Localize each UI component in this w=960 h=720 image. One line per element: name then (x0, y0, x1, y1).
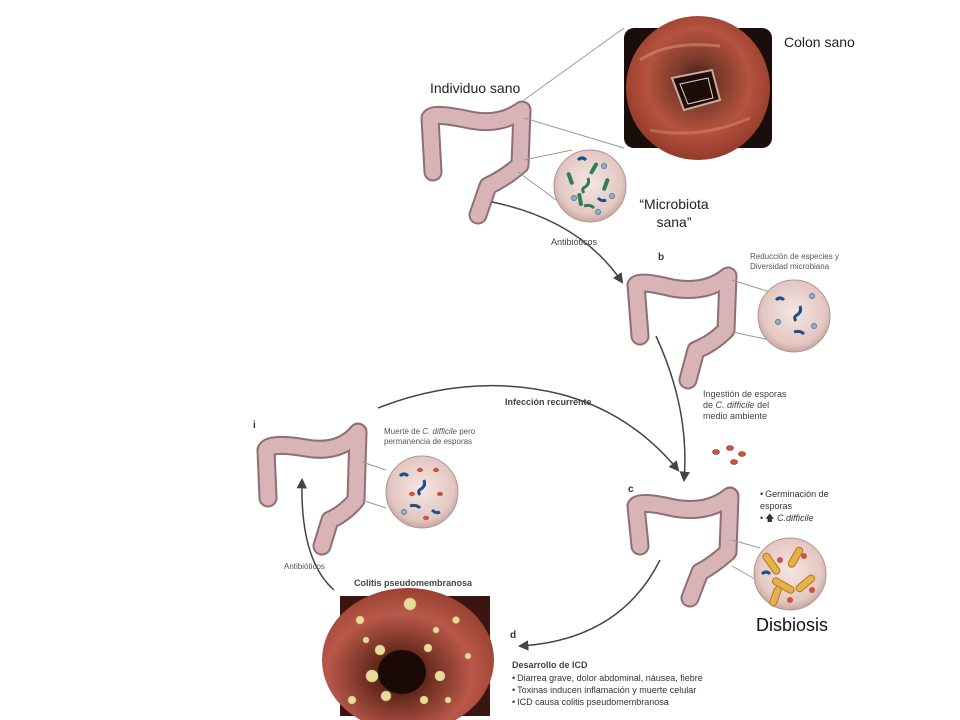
germination-list-item: Germinación de esporas (760, 488, 856, 512)
reduced-microbiota-circle (757, 279, 831, 353)
icd-symptom-item: Toxinas inducen inflamación y muerte cel… (512, 684, 752, 696)
healthy-colon-photo (624, 16, 772, 160)
zoom-lines-left (361, 461, 387, 509)
healthy-microbiota-circle (553, 149, 627, 223)
label-healthy-individual: Individuo sano (430, 80, 521, 96)
arrow-antibiotics-a-b (491, 201, 624, 284)
arrow-ingestion-b-c (655, 335, 690, 483)
colon-illustration-b (626, 266, 738, 390)
stage-letter-d: d (510, 630, 517, 641)
icd-title: Desarrollo de ICD (512, 660, 588, 670)
dysbiosis-circle (753, 537, 827, 611)
spore-persistence-circle (385, 455, 459, 529)
spores-environment (712, 445, 746, 465)
label-spore-ingestion: Ingestión de esporas de C. difficile del… (703, 389, 787, 421)
colon-illustration-c (626, 486, 740, 608)
cdiff-increase-list-item: 🡅 C.difficile (760, 512, 856, 524)
arrow-recurrent-infection (377, 384, 680, 472)
stage-letter-c: c (628, 484, 634, 495)
germination-list: Germinación de esporas 🡅 C.difficile (760, 488, 856, 524)
label-antibiotics-bottom: Antibióticos (284, 562, 325, 571)
label-species-reduction: Reducción de especies y Diversidad micro… (750, 252, 839, 271)
label-antibiotics-top: Antibióticos (551, 237, 598, 247)
zoom-lines-b (731, 279, 771, 341)
arrow-antibiotics-loop (296, 477, 335, 591)
icd-symptom-list: Diarrea grave, dolor abdominal, náusea, … (512, 672, 752, 708)
colon-illustration-a (420, 100, 532, 225)
label-dysbiosis: Disbiosis (756, 615, 829, 635)
stage-letter-b: b (658, 252, 665, 263)
label-healthy-colon: Colon sano (784, 34, 855, 50)
arrow-up-icon: 🡅 (765, 513, 775, 523)
icd-symptom-item: ICD causa colitis pseudomembranosa (512, 696, 752, 708)
arrow-c-d (517, 559, 661, 651)
label-pseudomembranous-colitis: Colitis pseudomembranosa (354, 578, 473, 588)
label-recurrent-infection: Infección recurrente (505, 397, 592, 407)
colitis-photo (322, 588, 494, 720)
label-cdiff-death: Muerte de C. difficile pero permanencia … (384, 427, 476, 446)
colon-illustration-left (256, 422, 368, 556)
stage-letter-left: i (253, 420, 256, 431)
label-healthy-microbiota: “Microbiota sana” (639, 196, 709, 230)
icd-symptom-item: Diarrea grave, dolor abdominal, náusea, … (512, 672, 752, 684)
